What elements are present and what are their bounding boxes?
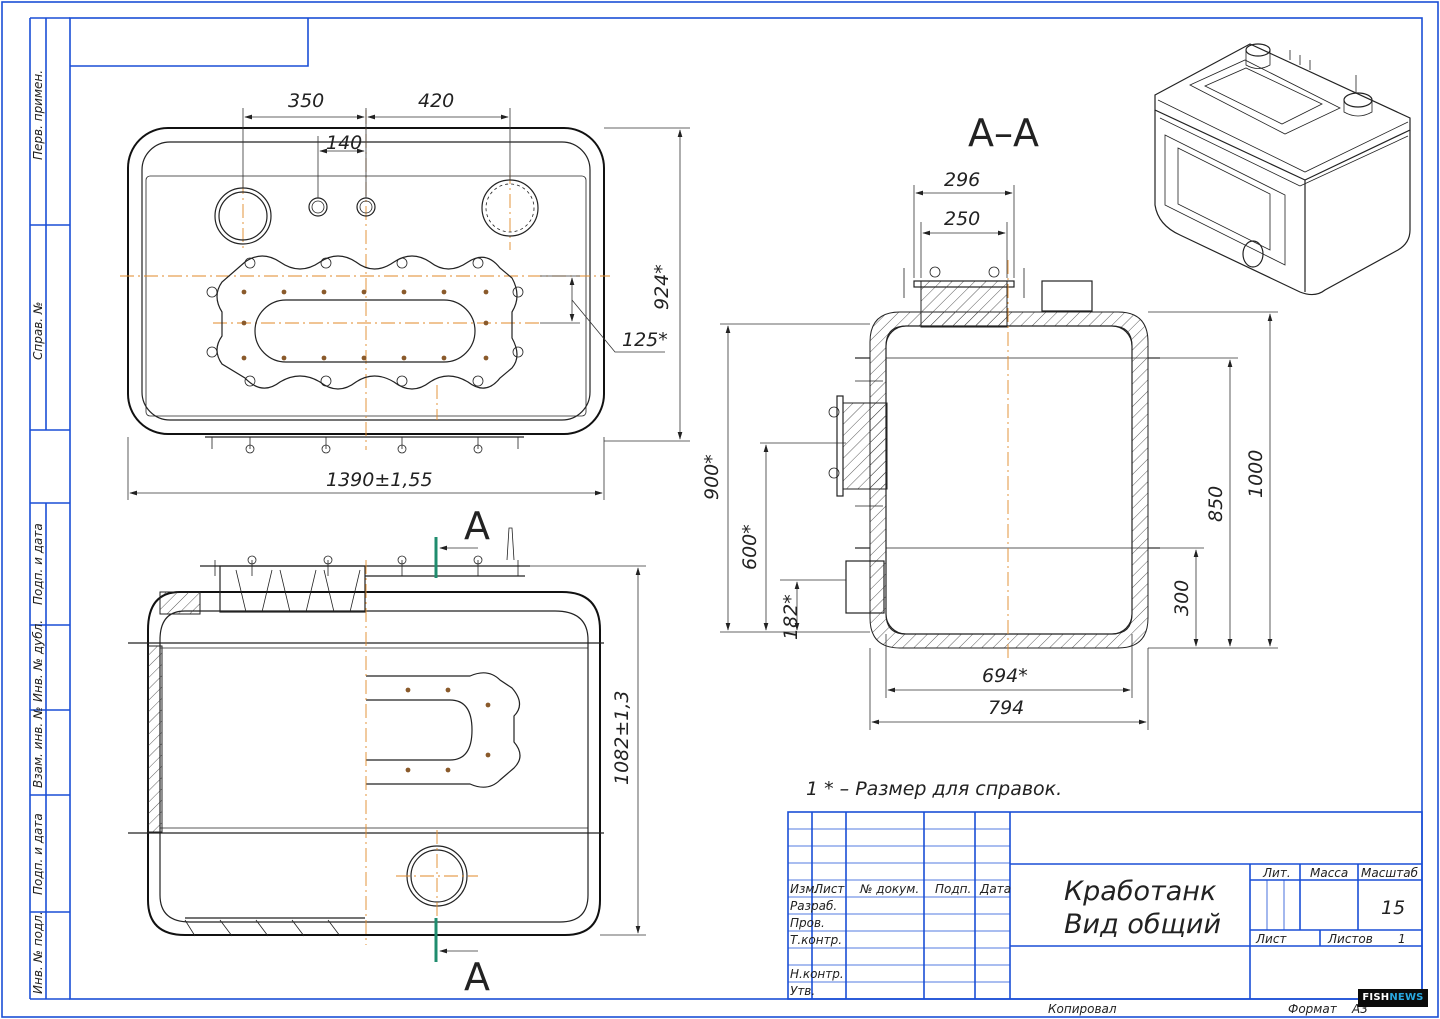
scale-label: Масштаб: [1361, 866, 1419, 880]
dim-125: 125*: [622, 329, 668, 351]
dim-420: 420: [418, 90, 454, 112]
dim-1390: 1390±1,55: [326, 469, 433, 491]
dim-350: 350: [288, 90, 324, 112]
title-line-1: Кработанк: [1064, 876, 1217, 907]
dim-850: 850: [1205, 486, 1227, 522]
sheets-value: 1: [1398, 932, 1406, 946]
dim-140: 140: [326, 132, 362, 154]
hdr-podp: Подп.: [935, 882, 971, 896]
lit-label: Лит.: [1262, 866, 1291, 880]
dim-600: 600*: [739, 524, 761, 570]
top-view: [120, 110, 610, 454]
title-line-2: Вид общий: [1064, 909, 1221, 940]
dim-900: 900*: [701, 454, 723, 500]
watermark-part1: FISH: [1362, 992, 1390, 1003]
cut-label-bottom: A: [464, 955, 490, 999]
mass-label: Масса: [1310, 866, 1348, 880]
front-view: A A: [128, 504, 604, 999]
role-tkontr: Т.контр.: [790, 933, 842, 947]
hdr-date: Дата: [979, 882, 1011, 896]
section-a-a: A–A: [828, 111, 1160, 660]
hdr-doc: № докум.: [859, 882, 919, 896]
fishnews-watermark: FISHNEWS: [1358, 989, 1428, 1007]
section-dimensions: 296 250 900* 600* 182* 1000 850 300 694*…: [701, 169, 1278, 730]
role-nkontr: Н.контр.: [790, 967, 844, 981]
dim-182: 182*: [780, 594, 802, 640]
stamp-vzam-inv: Взам. инв. №: [31, 707, 45, 788]
dim-1000: 1000: [1245, 450, 1267, 498]
sheets-label: Листов: [1327, 932, 1373, 946]
cut-label-top: A: [464, 504, 490, 548]
role-razrab: Разраб.: [790, 899, 837, 913]
front-view-dimensions: 1082±1,3: [520, 565, 646, 936]
hdr-list: Лист: [813, 882, 845, 896]
sheet-label: Лист: [1255, 932, 1287, 946]
reference-note: 1 * – Размер для справок.: [806, 778, 1062, 800]
side-stamp: Перв. примен. Справ. № Подп. и дата Инв.…: [31, 70, 45, 994]
stamp-perv-primen: Перв. примен.: [31, 70, 45, 160]
section-title: A–A: [968, 111, 1039, 155]
stamp-inv-podl: Инв. № подл.: [31, 911, 45, 994]
dim-794: 794: [988, 697, 1024, 719]
stamp-podp-data-1: Подп. и дата: [31, 523, 45, 605]
scale-value: 15: [1381, 897, 1405, 919]
top-view-dimensions: 350 420 140 924* 125* 1390±1,55: [127, 90, 690, 500]
dim-296: 296: [944, 169, 980, 191]
role-utv: Утв.: [790, 984, 815, 998]
dim-1082: 1082±1,3: [611, 691, 633, 786]
dim-924: 924*: [651, 264, 673, 310]
hdr-izm: Изм.: [790, 882, 818, 896]
format-label: Формат: [1288, 1002, 1338, 1016]
dim-694: 694*: [982, 665, 1028, 687]
stamp-sprav-no: Справ. №: [31, 302, 45, 360]
watermark-part2: NEWS: [1389, 992, 1424, 1003]
copied-label: Копировал: [1048, 1002, 1117, 1016]
role-prov: Пров.: [790, 916, 825, 930]
title-block: Изм. Лист № докум. Подп. Дата Разраб. Пр…: [787, 811, 1423, 1016]
dim-250: 250: [944, 208, 980, 230]
stamp-podp-data-2: Подп. и дата: [31, 813, 45, 895]
dim-300: 300: [1171, 580, 1193, 616]
stamp-inv-dubl: Инв. № дубл.: [31, 620, 45, 702]
isometric-view: [1154, 43, 1411, 296]
